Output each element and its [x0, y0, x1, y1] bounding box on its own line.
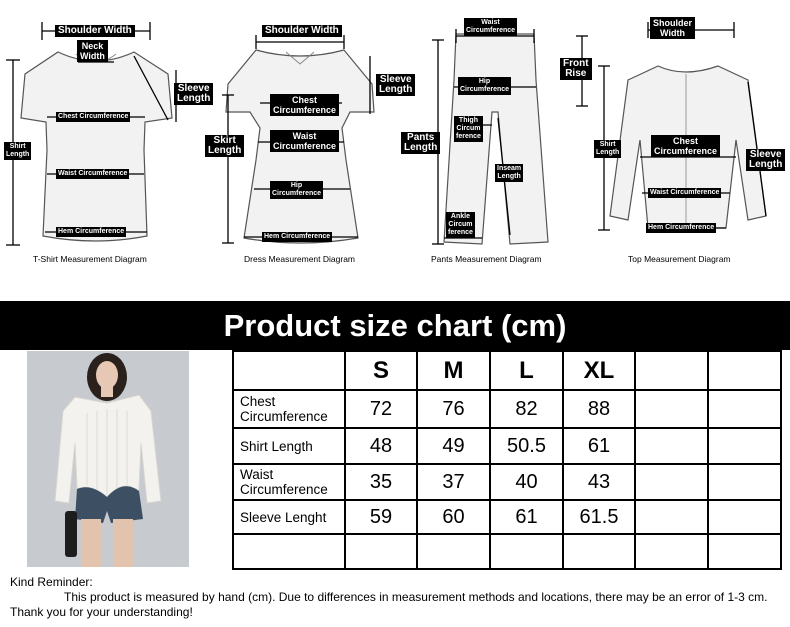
empty-cell	[232, 533, 346, 570]
tshirt-shoulder-width-tag: Shoulder Width	[55, 25, 135, 37]
cell-shirt-length-s: 48	[344, 427, 418, 465]
dress-chest-tag: Chest Circumference	[270, 94, 340, 116]
size-header-s: S	[344, 350, 418, 391]
pants-diagram: Waist Circumference Front Rise Hip Circu…	[398, 0, 592, 268]
top-hem-tag: Hem Circumference	[646, 223, 717, 233]
empty-cell	[707, 533, 782, 570]
size-header-m: M	[416, 350, 491, 391]
dress-hip-tag: Hip Circumference	[270, 181, 324, 199]
empty-cell	[707, 427, 782, 465]
table-row-waist: Waist Circumference 35 37 40 43	[232, 463, 782, 501]
pants-waist-tag: Waist Circumference	[464, 18, 518, 36]
model-illustration	[27, 351, 189, 567]
pants-thigh-tag: Thigh Circum ference	[454, 116, 483, 142]
pants-inseam-tag: Inseam Length	[495, 164, 524, 182]
row-label-waist: Waist Circumference	[232, 463, 346, 501]
tshirt-waist-tag: Waist Circumference	[56, 169, 130, 179]
dress-sleeve-length-tag: Sleeve Length	[376, 74, 416, 96]
cell-sleeve-m: 60	[416, 499, 491, 535]
top-shirt-length-tag: Shirt Length	[594, 140, 622, 158]
empty-cell	[707, 463, 782, 501]
dress-caption: Dress Measurement Diagram	[244, 254, 356, 264]
tshirt-chest-tag: Chest Circumference	[56, 112, 131, 122]
empty-cell	[634, 389, 709, 429]
top-chest-tag: Chest Circumference	[651, 135, 721, 157]
tshirt-neck-width-tag: Neck Width	[77, 40, 108, 62]
size-header-l: L	[489, 350, 564, 391]
tshirt-diagram: Shoulder Width Neck Width Sleeve Length …	[0, 0, 214, 268]
size-header-xl: XL	[562, 350, 636, 391]
table-row-sleeve: Sleeve Lenght 59 60 61 61.5	[232, 499, 782, 535]
pants-length-tag: Pants Length	[401, 132, 441, 154]
dress-diagram: Shoulder Width Sleeve Length Chest Circu…	[200, 0, 416, 268]
size-header-row: S M L XL	[232, 350, 782, 391]
dress-waist-tag: Waist Circumference	[270, 130, 340, 152]
cell-chest-s: 72	[344, 389, 418, 429]
top-shoulder-width-tag: Shoulder Width	[650, 17, 696, 39]
table-row-chest: Chest Circumference 72 76 82 88	[232, 389, 782, 429]
cell-chest-xl: 88	[562, 389, 636, 429]
cell-chest-l: 82	[489, 389, 564, 429]
cell-sleeve-xl: 61.5	[562, 499, 636, 535]
top-sleeve-length-tag: Sleeve Length	[746, 149, 786, 171]
cell-shirt-length-xl: 61	[562, 427, 636, 465]
empty-cell	[634, 463, 709, 501]
pants-front-rise-tag: Front Rise	[560, 58, 592, 80]
header-empty-cell	[634, 350, 709, 391]
tshirt-hem-tag: Hem Circumference	[56, 227, 127, 237]
cell-sleeve-l: 61	[489, 499, 564, 535]
top-caption: Top Measurement Diagram	[628, 254, 731, 264]
header-empty-cell	[232, 350, 346, 391]
top-diagram: Shoulder Width Shirt Length Chest Circum…	[594, 0, 788, 268]
tshirt-caption: T-Shirt Measurement Diagram	[33, 254, 147, 264]
empty-cell	[489, 533, 564, 570]
cell-waist-s: 35	[344, 463, 418, 501]
empty-cell	[562, 533, 636, 570]
dress-skirt-length-tag: Skirt Length	[205, 135, 245, 157]
dress-shoulder-width-tag: Shoulder Width	[262, 25, 342, 37]
pants-caption: Pants Measurement Diagram	[431, 254, 542, 264]
empty-cell	[634, 427, 709, 465]
pants-hip-tag: Hip Circumference	[458, 77, 512, 95]
tshirt-sleeve-length-tag: Sleeve Length	[174, 83, 214, 105]
header-empty-cell	[707, 350, 782, 391]
pants-ankle-tag: Ankle Circum ference	[446, 212, 475, 238]
empty-cell	[344, 533, 418, 570]
reminder-text: This product is measured by hand (cm). D…	[10, 590, 768, 619]
row-label-shirt-length: Shirt Length	[232, 427, 346, 465]
empty-cell	[707, 389, 782, 429]
reminder-heading: Kind Reminder:	[10, 575, 93, 589]
product-photo	[27, 351, 189, 567]
cell-chest-m: 76	[416, 389, 491, 429]
row-label-chest: Chest Circumference	[232, 389, 346, 429]
cell-sleeve-s: 59	[344, 499, 418, 535]
size-chart-title: Product size chart (cm)	[0, 301, 790, 350]
empty-cell	[634, 533, 709, 570]
cell-shirt-length-m: 49	[416, 427, 491, 465]
table-row-empty	[232, 533, 782, 570]
top-waist-tag: Waist Circumference	[648, 188, 722, 198]
table-row-shirt-length: Shirt Length 48 49 50.5 61	[232, 427, 782, 465]
kind-reminder: Kind Reminder: This product is measured …	[10, 575, 780, 620]
cell-waist-l: 40	[489, 463, 564, 501]
empty-cell	[634, 499, 709, 535]
cell-shirt-length-l: 50.5	[489, 427, 564, 465]
cell-waist-xl: 43	[562, 463, 636, 501]
size-table: S M L XL Chest Circumference 72 76 82 88…	[232, 350, 782, 570]
empty-cell	[707, 499, 782, 535]
empty-cell	[416, 533, 491, 570]
row-label-sleeve: Sleeve Lenght	[232, 499, 346, 535]
tshirt-shirt-length-tag: Shirt Length	[4, 142, 32, 160]
cell-waist-m: 37	[416, 463, 491, 501]
dress-hem-tag: Hem Circumference	[262, 232, 333, 242]
